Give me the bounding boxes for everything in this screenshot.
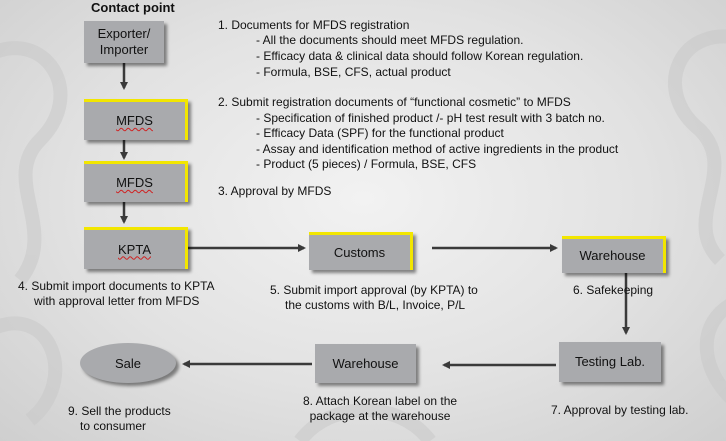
step-1-title: 1. Documents for MFDS registration	[218, 18, 410, 32]
kpta-box: KPTA	[84, 227, 188, 269]
sale-label: Sale	[114, 355, 142, 371]
step-8-line-1: 8. Attach Korean label on the	[302, 394, 458, 408]
step-2-item: - Specification of finished product /- p…	[256, 111, 605, 125]
step-4-line-2: with approval letter from MFDS	[34, 294, 200, 308]
step-6-text: 6. Safekeeping	[573, 283, 654, 297]
step-4-line-1: 4. Submit import documents to KPTA	[18, 279, 215, 293]
mfds-label: MFDS	[116, 113, 153, 128]
customs-label: Customs	[333, 244, 386, 260]
testing-lab-box: Testing Lab.	[559, 342, 661, 382]
warehouse-label: Warehouse	[332, 355, 399, 371]
step-7-text: 7. Approval by testing lab.	[551, 403, 689, 417]
warehouse-label: Warehouse	[579, 248, 646, 263]
step-2-item: - Assay and identification method of act…	[256, 142, 619, 156]
step-5-line-2: the customs with B/L, Invoice, P/L	[285, 298, 466, 312]
step-1-item: - All the documents should meet MFDS reg…	[256, 33, 524, 47]
step-3-text: 3. Approval by MFDS	[218, 184, 332, 198]
warehouse-box-2: Warehouse	[315, 344, 416, 383]
mfds-label: MFDS	[116, 175, 153, 190]
step-5-line-1: 5. Submit import approval (by KPTA) to	[270, 283, 478, 297]
step-2-item: - Efficacy Data (SPF) for the functional…	[256, 126, 504, 140]
customs-box: Customs	[309, 232, 413, 270]
exporter-importer-box: Exporter/ Importer	[84, 21, 164, 63]
warehouse-box-1: Warehouse	[562, 236, 666, 273]
step-8-line-2: package at the warehouse	[309, 409, 451, 423]
step-1-item: - Efficacy data & clinical data should f…	[256, 49, 584, 63]
sale-oval: Sale	[80, 343, 176, 383]
exporter-importer-label: Exporter/ Importer	[97, 26, 151, 57]
step-9-line-1: 9. Sell the products	[68, 404, 171, 418]
step-2-item: - Product (5 pieces) / Formula, BSE, CFS	[256, 157, 477, 171]
step-1-item: - Formula, BSE, CFS, actual product	[256, 65, 451, 79]
contact-point-header: Contact point	[91, 0, 175, 15]
step-9-line-2: to consumer	[80, 419, 147, 433]
testing-lab-label: Testing Lab.	[574, 354, 646, 369]
step-2-title: 2. Submit registration documents of “fun…	[218, 95, 571, 109]
mfds-registration-box: MFDS	[84, 99, 188, 140]
mfds-approval-box: MFDS	[84, 161, 188, 202]
kpta-label: KPTA	[118, 241, 151, 257]
